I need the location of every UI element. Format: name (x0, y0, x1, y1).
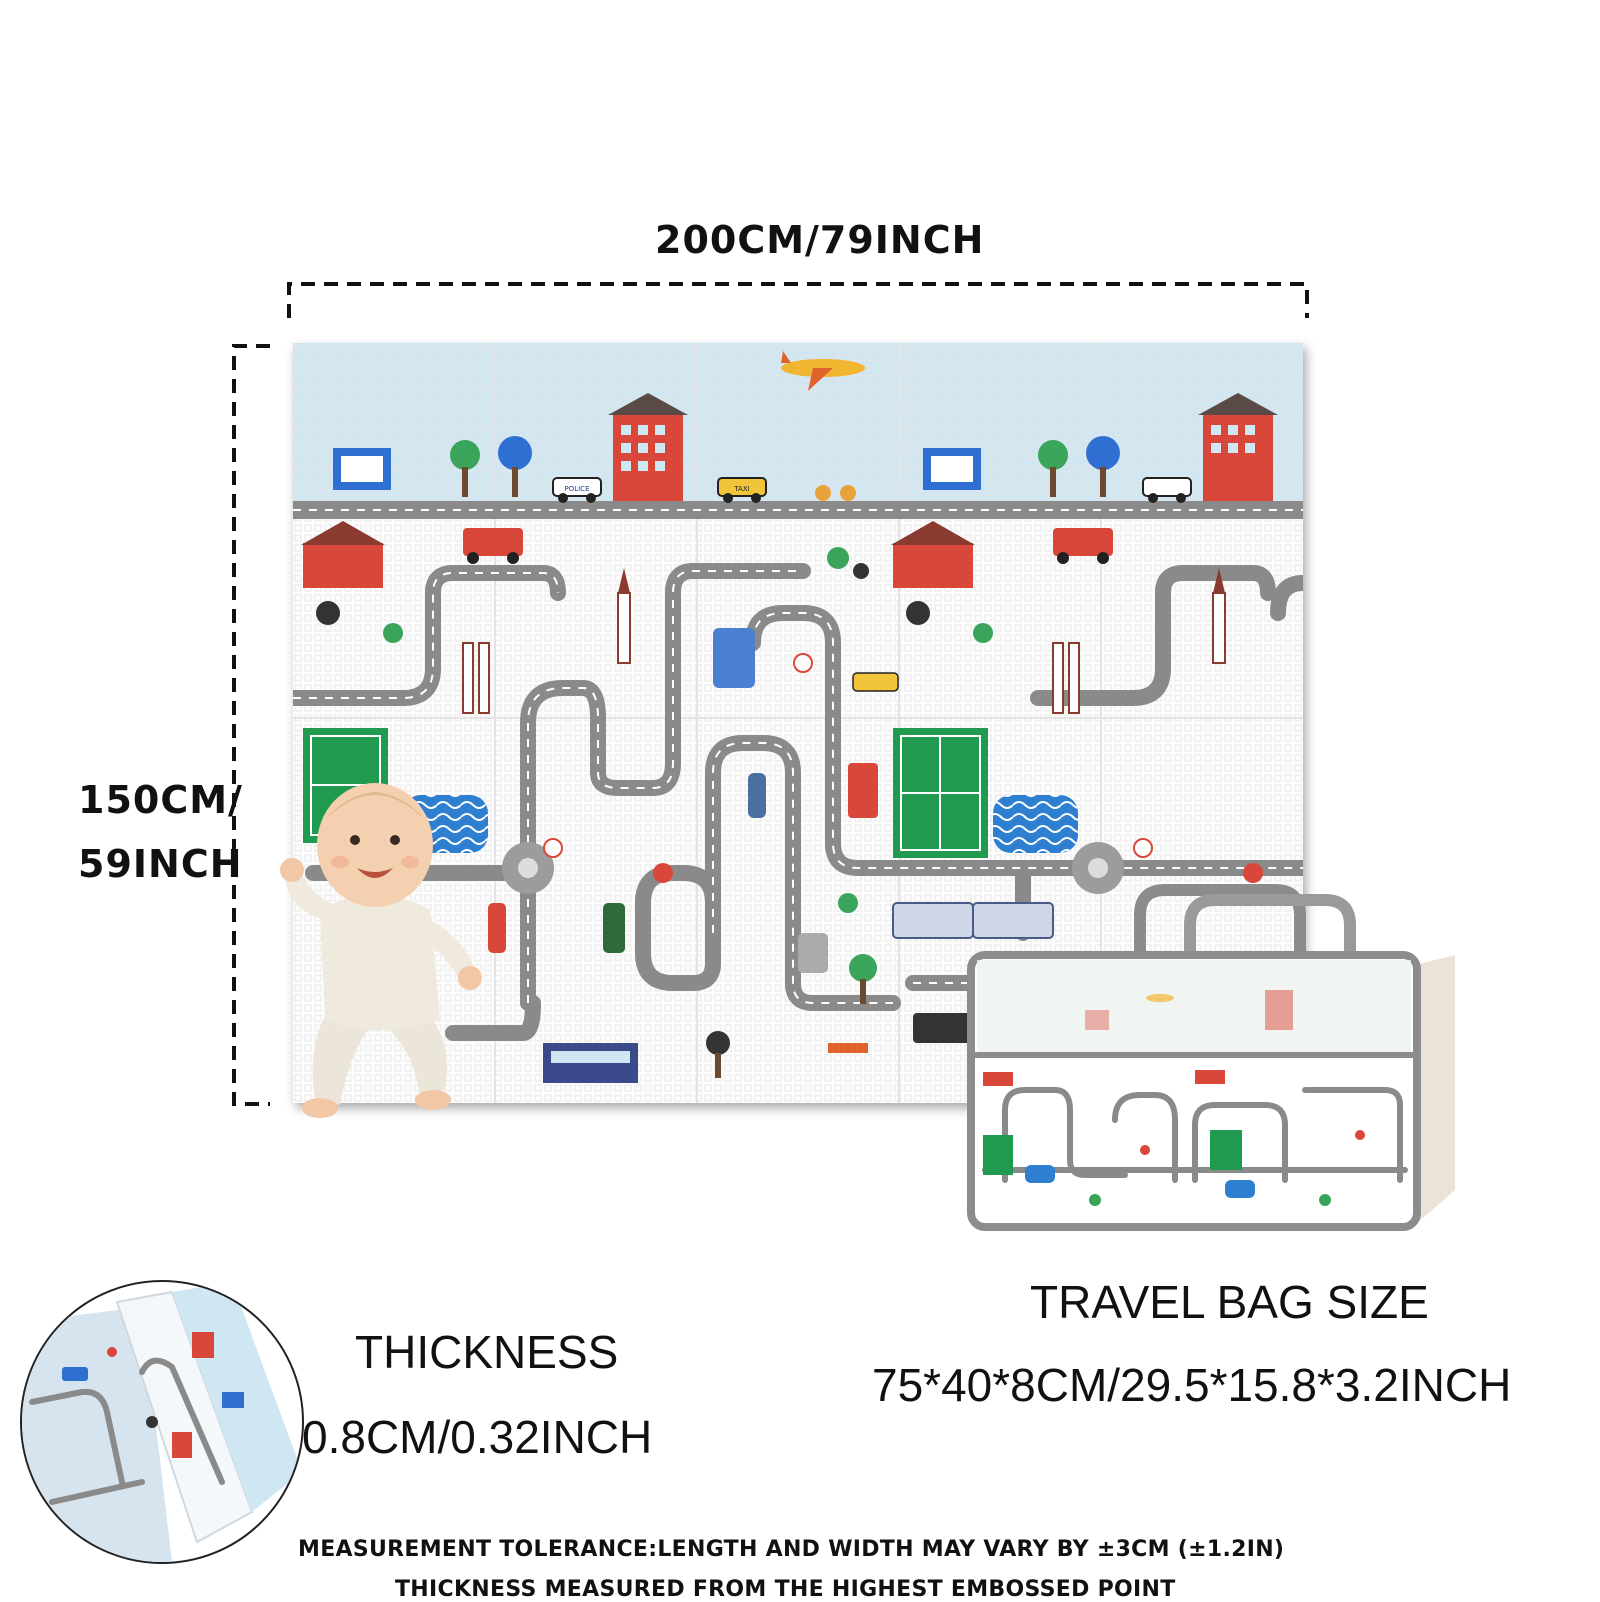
travel-bag (967, 884, 1455, 1231)
play-mat: POLICE TAXI (293, 343, 1303, 1103)
baby-photo (280, 783, 482, 1118)
travel-bag-size: 75*40*8CM/29.5*15.8*3.2INCH (872, 1359, 1512, 1411)
police-car-sign: POLICE (564, 485, 589, 493)
mat-illustration: POLICE TAXI (293, 343, 1303, 1103)
width-label: 200CM/79INCH (655, 218, 985, 262)
thickness-value: 0.8CM/0.32INCH (302, 1411, 653, 1463)
width-dimension-line (287, 282, 1309, 318)
thickness-title: THICKNESS (355, 1326, 619, 1378)
height-dimension-line (232, 344, 270, 1106)
thickness-circle (20, 1280, 304, 1564)
height-label-line2: 59INCH (78, 842, 243, 886)
thickness-measure-note: THICKNESS MEASURED FROM THE HIGHEST EMBO… (395, 1577, 1176, 1602)
height-label-line1: 150CM/ (78, 778, 243, 822)
taxi-car-sign: TAXI (733, 485, 749, 493)
travel-bag-title: TRAVEL BAG SIZE (1030, 1276, 1429, 1328)
folded-mat-image (22, 1282, 302, 1562)
tolerance-note: MEASUREMENT TOLERANCE:LENGTH AND WIDTH M… (298, 1537, 1285, 1562)
